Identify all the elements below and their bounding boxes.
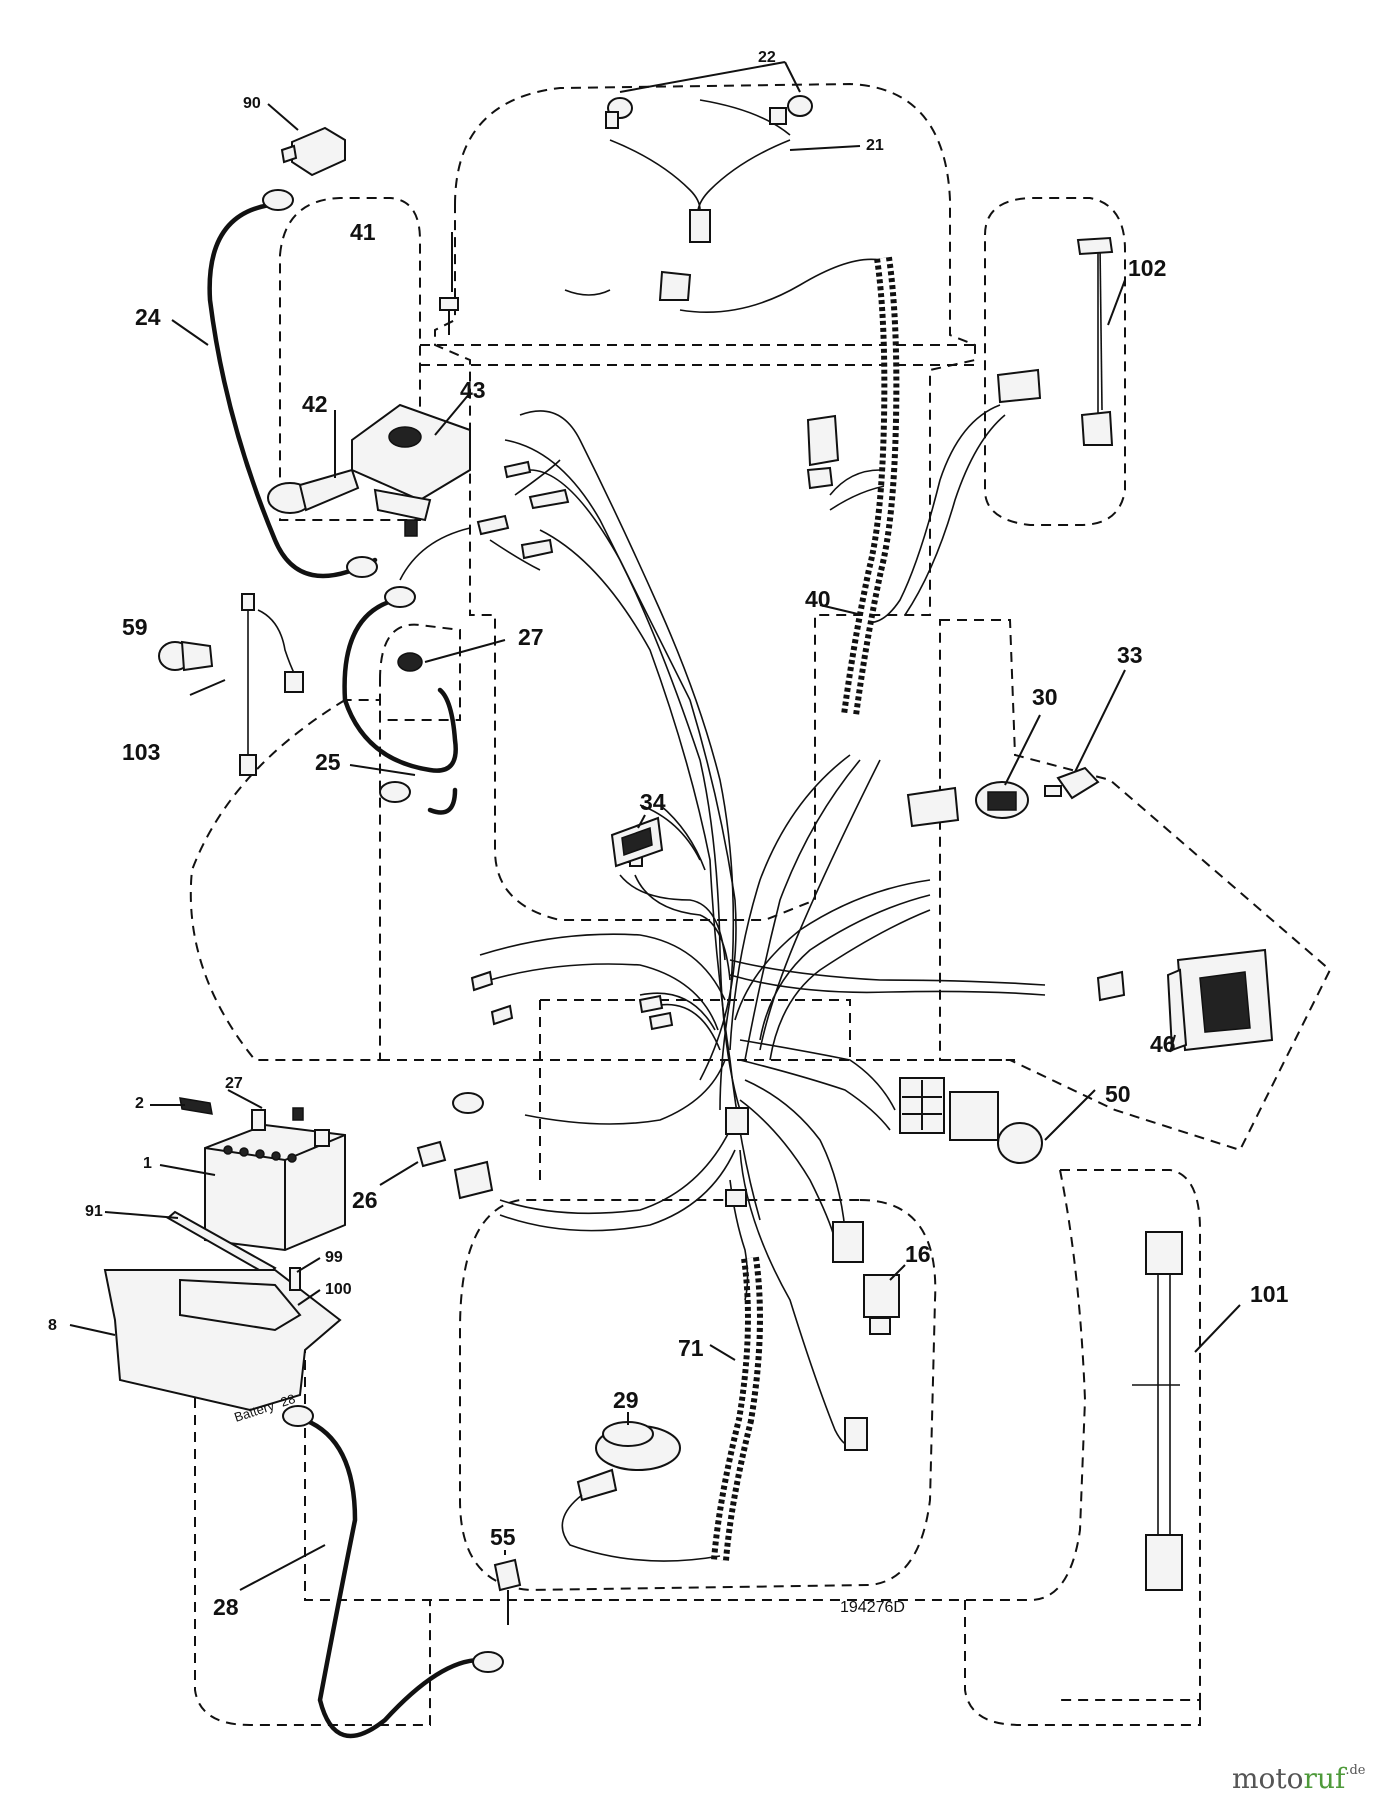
label-50: 50 [1105, 1081, 1131, 1107]
label-41: 41 [350, 219, 376, 245]
part-21-light-harness-plug [658, 209, 711, 301]
label-27-upper: 27 [518, 624, 544, 650]
battery-assembly [103, 1097, 346, 1412]
part-26-fuse [416, 1140, 494, 1200]
harness-plugs-upper [806, 368, 1042, 490]
part-101-harness [1145, 1231, 1183, 1591]
label-24: 24 [135, 304, 161, 330]
part-55-screw [493, 1558, 522, 1625]
plug-lower-right [844, 1417, 868, 1451]
label-8: 8 [48, 1317, 57, 1334]
label-103: 103 [122, 739, 160, 765]
ring-terminals [262, 189, 504, 1673]
label-100: 100 [325, 1281, 352, 1298]
harness-plug-right [1096, 970, 1126, 1002]
label-2: 2 [135, 1095, 144, 1112]
label-30: 30 [1032, 684, 1058, 710]
harness-plug-30 [906, 786, 960, 828]
part-42-boot [267, 468, 360, 514]
part-46-meter [1166, 948, 1274, 1052]
label-21: 21 [866, 137, 884, 154]
label-27-lower: 27 [225, 1075, 243, 1092]
part-number-labels: 90 22 21 41 102 24 42 43 40 59 27 33 30 … [48, 49, 1289, 1620]
part-41-bolt [439, 297, 459, 335]
label-59: 59 [122, 614, 148, 640]
label-101: 101 [1250, 1281, 1289, 1307]
label-1: 1 [143, 1155, 152, 1172]
watermark-logo: motoruf.de [1232, 1762, 1366, 1795]
six-pin-connector [899, 1077, 945, 1134]
battery-cables [207, 202, 483, 1739]
part-33-key [1044, 766, 1100, 800]
label-22: 22 [758, 49, 776, 66]
label-34: 34 [640, 789, 666, 815]
label-26: 26 [352, 1187, 378, 1213]
conduit-40 [841, 256, 900, 717]
label-71: 71 [678, 1335, 704, 1361]
label-29: 29 [613, 1387, 639, 1413]
conduit-71 [711, 1256, 763, 1561]
label-33: 33 [1117, 642, 1143, 668]
chassis-outline [189, 82, 1332, 1726]
part-43-solenoid [351, 403, 471, 537]
part-50-pto-switch [949, 1091, 1043, 1164]
label-25: 25 [315, 749, 341, 775]
part-22-headlights [605, 95, 813, 129]
label-43: 43 [460, 377, 486, 403]
label-16: 16 [905, 1241, 931, 1267]
label-46: 46 [1150, 1031, 1176, 1057]
label-42: 42 [302, 391, 328, 417]
label-40: 40 [805, 586, 831, 612]
leader-lines [69, 61, 1241, 1591]
part-27-nut [397, 652, 423, 672]
drawing-number: 194276D [840, 1599, 905, 1616]
part-102-lead [1076, 236, 1114, 446]
plug-lower-center [725, 1107, 864, 1263]
part-103-lead [239, 593, 304, 776]
part-90-component [280, 126, 346, 177]
separate-wire-pieces [247, 240, 1180, 1560]
label-99: 99 [325, 1249, 343, 1266]
part-16-relay [863, 1274, 900, 1335]
label-28-lower: 28 [213, 1594, 239, 1620]
label-55: 55 [490, 1524, 516, 1550]
part-29-seat-switch [561, 1421, 721, 1562]
part-59-light [158, 640, 214, 672]
part-30-ignition-switch [975, 781, 1029, 819]
label-90: 90 [243, 95, 261, 112]
label-102: 102 [1128, 255, 1166, 281]
label-91: 91 [85, 1203, 103, 1220]
main-harness-wires [399, 99, 1046, 1447]
part-34-switch [610, 816, 664, 868]
